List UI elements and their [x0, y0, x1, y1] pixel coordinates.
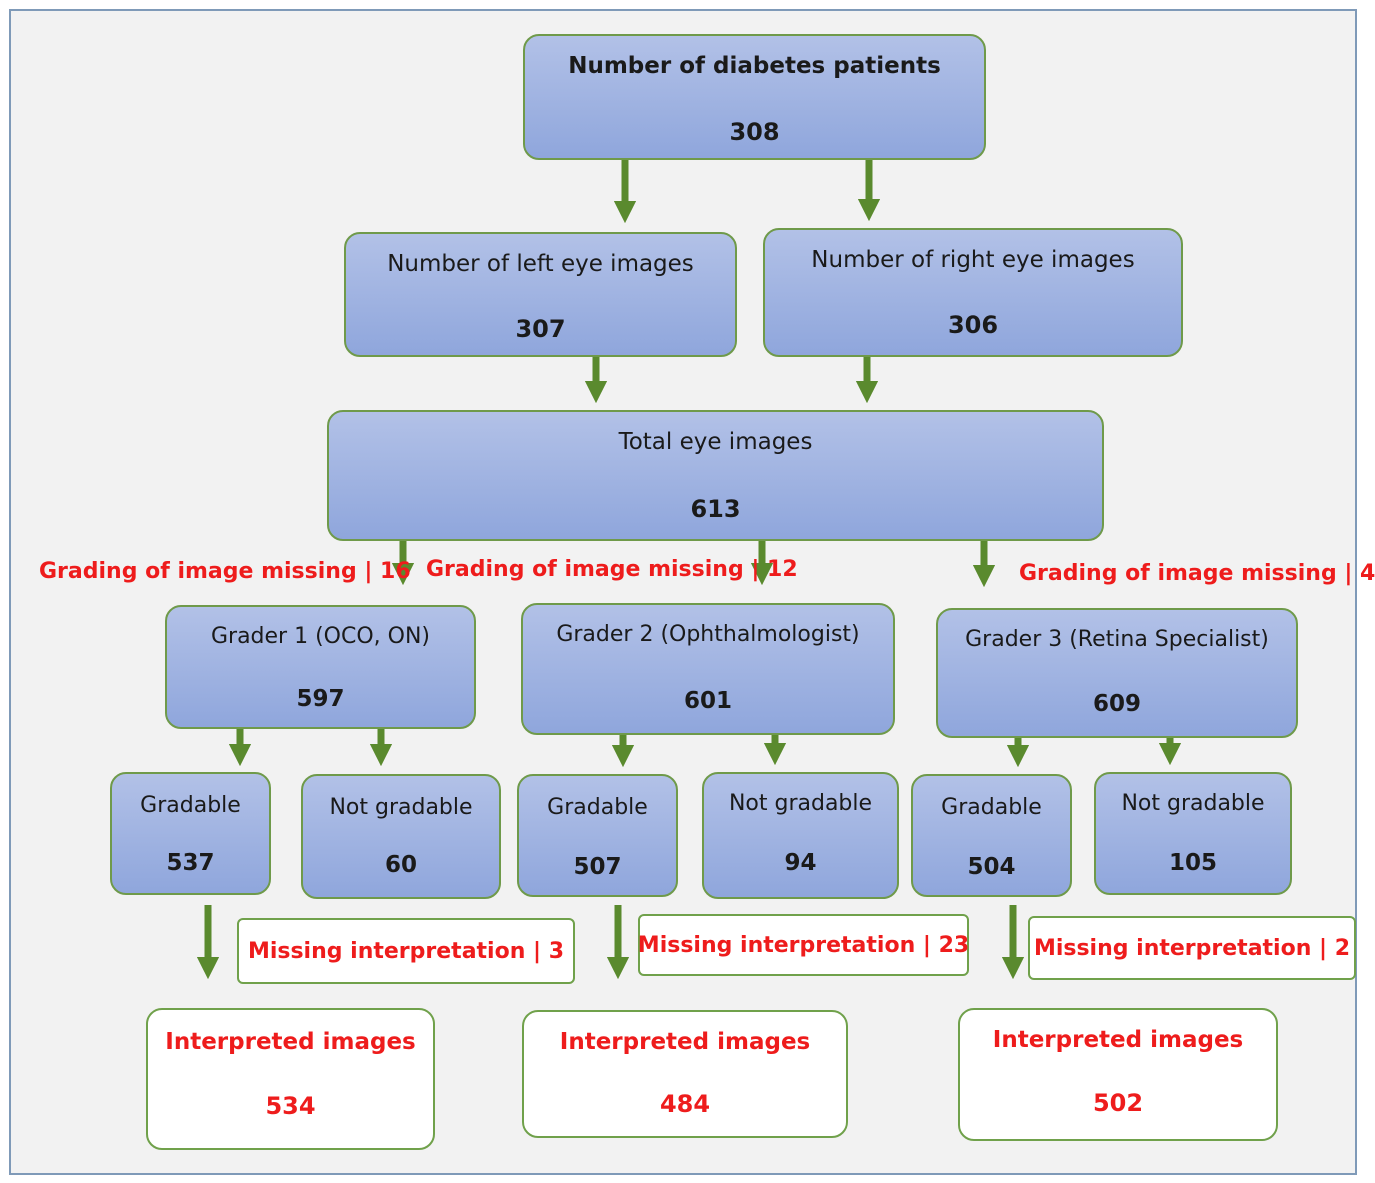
diabetes-patients-label: Number of diabetes patients	[568, 53, 941, 79]
right-eye-images-value: 306	[947, 311, 999, 339]
grader1-missing-interpretation: Missing interpretation | 3	[237, 918, 575, 984]
grader1-value: 597	[296, 686, 345, 712]
grader3-gradable-value: 504	[967, 854, 1016, 880]
right-eye-images-label: Number of right eye images	[811, 247, 1135, 273]
total-eye-images-value: 613	[690, 495, 741, 523]
grader3-label: Grader 3 (Retina Specialist)	[965, 627, 1269, 652]
grader2-gradable-label: Gradable	[547, 795, 648, 820]
grader3-interpreted-label: Interpreted images	[992, 1027, 1244, 1053]
grader3-not-gradable-box: Not gradable 105	[1094, 772, 1292, 895]
grader2-missing-interpretation: Missing interpretation | 23	[638, 914, 969, 976]
grader3-value: 609	[1092, 691, 1141, 717]
grader3-gradable-box: Gradable 504	[911, 774, 1072, 897]
grader2-interpreted-label: Interpreted images	[559, 1029, 811, 1055]
grader1-gradable-value: 537	[166, 850, 215, 876]
grader1-missing-grading: Grading of image missing | 16	[39, 559, 411, 584]
total-eye-images-box: Total eye images 613	[327, 410, 1104, 541]
grader1-box: Grader 1 (OCO, ON) 597	[165, 605, 476, 729]
grader1-interpreted-value: 534	[265, 1092, 316, 1120]
grader2-label: Grader 2 (Ophthalmologist)	[556, 622, 860, 647]
grader2-not-gradable-value: 94	[784, 850, 817, 876]
grader3-missing-interpretation: Missing interpretation | 2	[1028, 916, 1356, 980]
left-eye-images-box: Number of left eye images 307	[344, 232, 737, 357]
diabetes-patients-box: Number of diabetes patients 308	[523, 34, 986, 160]
left-eye-images-label: Number of left eye images	[387, 251, 694, 277]
grader2-box: Grader 2 (Ophthalmologist) 601	[521, 603, 895, 735]
grader1-not-gradable-value: 60	[384, 852, 417, 878]
grader1-not-gradable-box: Not gradable 60	[301, 774, 501, 899]
grader1-label: Grader 1 (OCO, ON)	[210, 624, 431, 649]
grader3-not-gradable-value: 105	[1168, 850, 1217, 876]
grader3-box: Grader 3 (Retina Specialist) 609	[936, 608, 1298, 738]
grader2-interpreted-box: Interpreted images 484	[522, 1010, 848, 1138]
grader1-not-gradable-label: Not gradable	[329, 795, 473, 820]
grader2-gradable-value: 507	[573, 854, 622, 880]
grader1-interpreted-label: Interpreted images	[165, 1029, 416, 1055]
right-eye-images-box: Number of right eye images 306	[763, 228, 1183, 357]
grader2-missing-grading: Grading of image missing | 12	[426, 557, 798, 582]
grader1-gradable-box: Gradable 537	[110, 772, 271, 895]
grader3-missing-grading: Grading of image missing | 4	[1019, 561, 1375, 586]
grader3-gradable-label: Gradable	[941, 795, 1042, 820]
grader3-not-gradable-label: Not gradable	[1121, 791, 1265, 816]
total-eye-images-label: Total eye images	[618, 429, 813, 455]
grader2-interpreted-value: 484	[659, 1090, 711, 1118]
grader3-interpreted-box: Interpreted images 502	[958, 1008, 1278, 1141]
diagram-frame	[9, 9, 1357, 1175]
grader2-not-gradable-box: Not gradable 94	[702, 772, 899, 899]
grader1-gradable-label: Gradable	[140, 793, 241, 818]
grader2-value: 601	[683, 688, 732, 714]
grader1-interpreted-box: Interpreted images 534	[146, 1008, 435, 1150]
left-eye-images-value: 307	[515, 315, 566, 343]
grader2-gradable-box: Gradable 507	[517, 774, 678, 897]
diabetes-patients-value: 308	[729, 118, 780, 146]
grader3-interpreted-value: 502	[1092, 1089, 1144, 1117]
grader2-not-gradable-label: Not gradable	[728, 791, 873, 816]
